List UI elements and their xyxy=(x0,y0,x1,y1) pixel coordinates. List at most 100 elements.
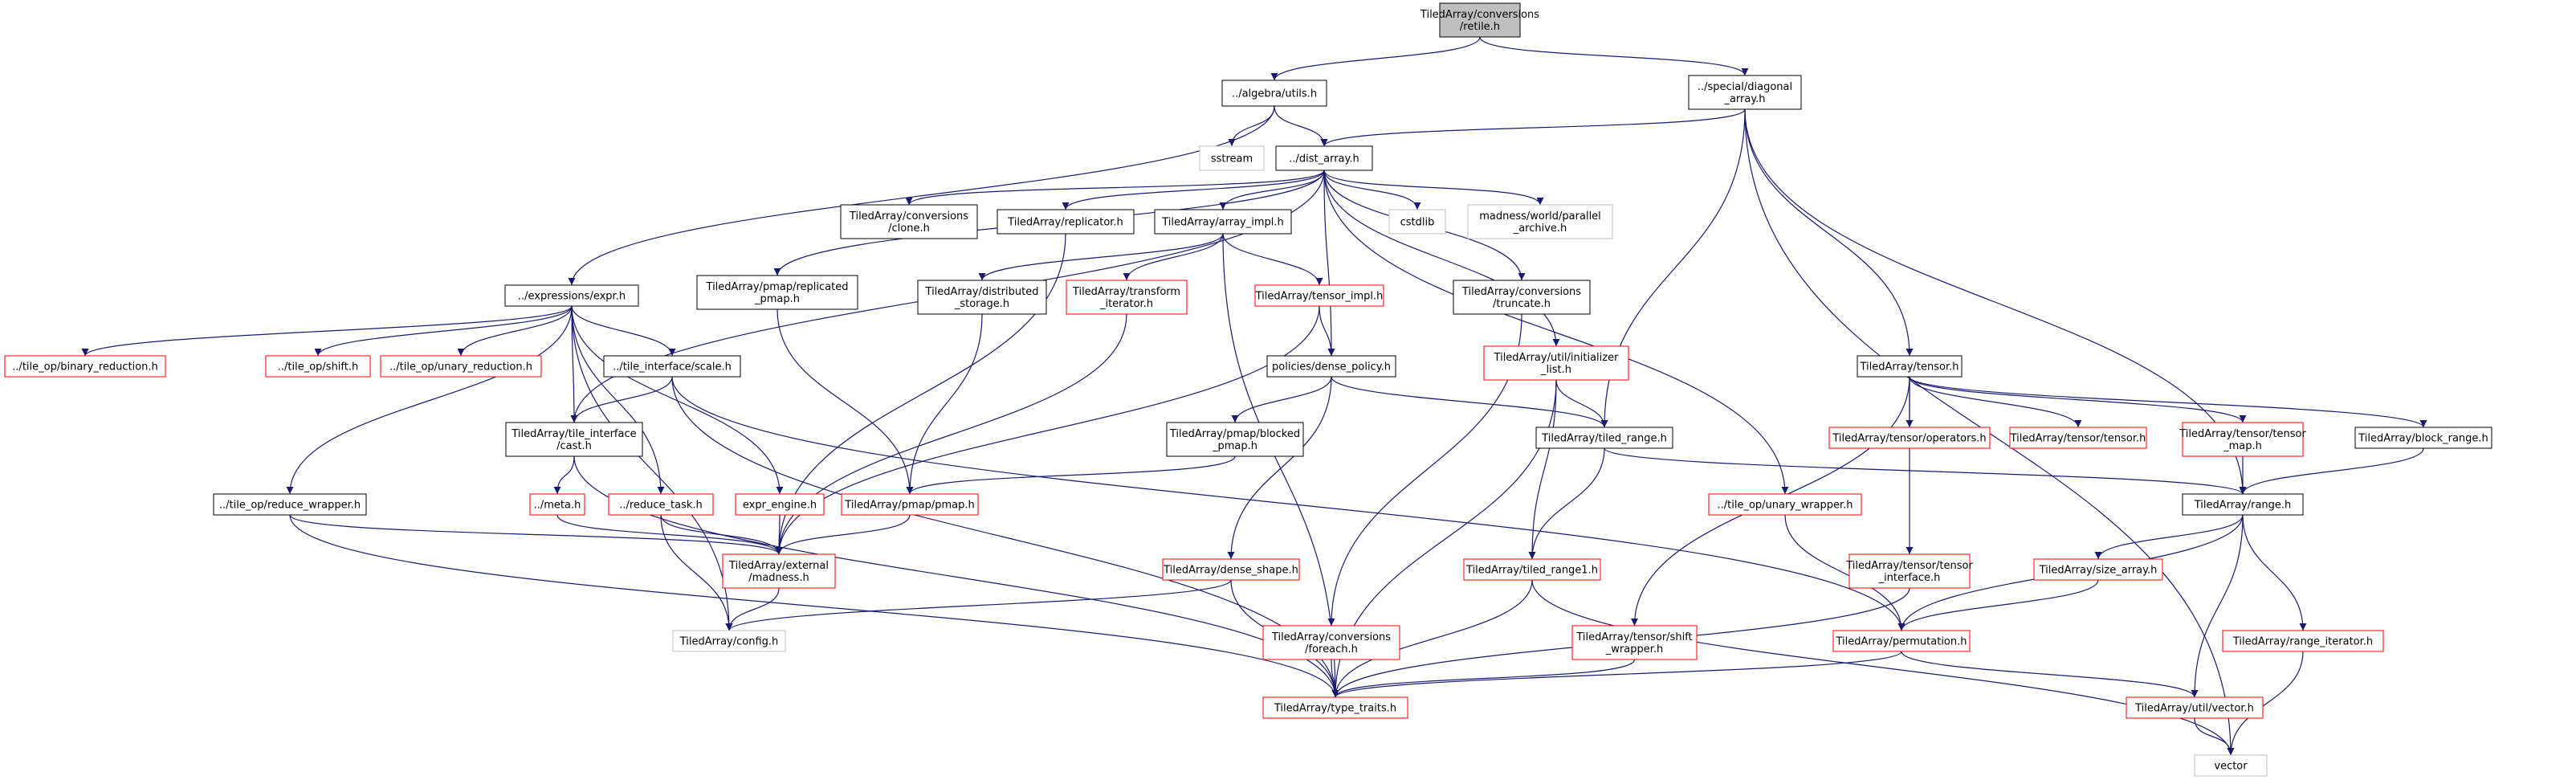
graph-node[interactable]: TiledArray/pmap/pmap.h xyxy=(841,493,979,516)
dependency-edge xyxy=(978,233,1224,281)
graph-node[interactable]: ../tile_op/shift.h xyxy=(265,355,371,378)
dependency-edge xyxy=(725,579,1232,631)
graph-node[interactable]: TiledArray/range_iterator.h xyxy=(2222,630,2384,652)
graph-node[interactable]: vector xyxy=(2194,754,2268,777)
graph-node[interactable]: TiledArray/type_traits.h xyxy=(1262,696,1408,719)
graph-node[interactable]: TiledArray/tensor/tensor_interface.h xyxy=(1845,553,1973,589)
graph-node[interactable]: ../reduce_task.h xyxy=(608,493,714,516)
graph-node-label: TiledArray/conversions xyxy=(849,210,968,223)
graph-node[interactable]: TiledArray/conversions/foreach.h xyxy=(1262,625,1400,660)
graph-node-label: TiledArray/tile_interface xyxy=(511,428,636,440)
graph-node[interactable]: TiledArray/pmap/blocked_pmap.h xyxy=(1166,422,1304,457)
graph-node[interactable]: TiledArray/tensor/tensor_map.h xyxy=(2179,422,2306,457)
graph-node-box xyxy=(1262,625,1400,660)
graph-node[interactable]: TiledArray/config.h xyxy=(672,630,786,652)
graph-node-box xyxy=(696,275,858,310)
graph-node-box xyxy=(608,493,714,516)
dependency-edge xyxy=(660,514,783,555)
dependency-edge xyxy=(568,105,1275,286)
graph-node[interactable]: TiledArray/tensor/operators.h xyxy=(1828,427,1991,449)
dependency-edge xyxy=(570,305,578,423)
graph-node[interactable]: TiledArray/permutation.h xyxy=(1832,630,1971,652)
graph-node[interactable]: TiledArray/block_range.h xyxy=(2354,427,2492,449)
graph-node[interactable]: TiledArray/replicator.h xyxy=(997,209,1135,235)
dependency-edge xyxy=(1331,659,1636,698)
graph-node-label: ../algebra/utils.h xyxy=(1232,88,1317,100)
graph-node[interactable]: TiledArray/tiled_range1.h xyxy=(1463,558,1601,581)
graph-node-label: TiledArray/pmap/pmap.h xyxy=(844,500,974,512)
graph-node[interactable]: ../algebra/utils.h xyxy=(1221,80,1327,107)
graph-node-label: TiledArray/conversions xyxy=(1461,286,1581,298)
dependency-edge xyxy=(1331,376,1608,428)
graph-node[interactable]: ../dist_array.h xyxy=(1275,145,1373,171)
dependency-edge xyxy=(81,305,573,357)
graph-node[interactable]: TiledArray/size_array.h xyxy=(2033,558,2163,581)
graph-node-box xyxy=(1254,284,1384,307)
graph-node[interactable]: TiledArray/distributed_storage.h xyxy=(917,280,1047,315)
graph-node-box xyxy=(380,355,542,378)
graph-node-box xyxy=(2126,696,2264,719)
graph-node-label: ../tile_op/unary_reduction.h xyxy=(389,361,532,374)
graph-node-box xyxy=(265,355,371,378)
graph-node[interactable]: TiledArray/tile_interface/cast.h xyxy=(505,422,643,457)
graph-node-label: vector xyxy=(2214,761,2248,773)
graph-node-label: TiledArray/pmap/blocked xyxy=(1169,428,1300,440)
graph-node-label: TiledArray/block_range.h xyxy=(2358,433,2488,445)
graph-node-label: TiledArray/array_impl.h xyxy=(1161,217,1284,229)
dependency-edge xyxy=(1323,169,1544,206)
graph-node[interactable]: TiledArray/tensor.h xyxy=(1857,355,1963,378)
graph-node[interactable]: ../tile_interface/scale.h xyxy=(603,355,741,378)
graph-node[interactable]: TiledArray/tiled_range.h xyxy=(1535,427,1673,449)
dependency-edge xyxy=(775,514,911,555)
graph-node-box xyxy=(1439,2,1521,38)
graph-node[interactable]: ../tile_op/unary_wrapper.h xyxy=(1708,493,1862,516)
graph-node-label: TiledArray/conversions xyxy=(1271,631,1391,643)
graph-node[interactable]: ../expressions/expr.h xyxy=(504,284,639,307)
graph-node[interactable]: TiledArray/pmap/replicated_pmap.h xyxy=(696,275,858,310)
dependency-edge xyxy=(1270,36,1481,81)
graph-node[interactable]: cstdlib xyxy=(1388,209,1446,235)
graph-node-label: madness/world/parallel xyxy=(1479,210,1601,223)
graph-node[interactable]: ../tile_op/binary_reduction.h xyxy=(4,355,166,378)
dependency-edge xyxy=(1555,379,1608,428)
graph-node[interactable]: madness/world/parallel_archive.h xyxy=(1467,204,1613,239)
graph-node[interactable]: TiledArray/external/madness.h xyxy=(722,553,836,589)
graph-node[interactable]: TiledArray/tensor/shift_wrapper.h xyxy=(1571,625,1698,660)
graph-node[interactable]: TiledArray/tensor_impl.h xyxy=(1254,284,1384,307)
graph-node-box xyxy=(1463,558,1601,581)
graph-node-label: _list.h xyxy=(1540,364,1571,376)
graph-node-box xyxy=(1166,422,1304,457)
graph-node[interactable]: TiledArray/tensor/tensor.h xyxy=(2009,427,2147,449)
graph-node[interactable]: ../tile_op/reduce_wrapper.h xyxy=(213,493,367,516)
graph-node[interactable]: TiledArray/conversions/clone.h xyxy=(840,204,978,239)
dependency-edge xyxy=(776,308,914,495)
dependency-edge xyxy=(1331,651,1902,698)
dependency-edge xyxy=(2194,717,2235,756)
dependency-edge xyxy=(1528,447,1605,560)
graph-node-label: cstdlib xyxy=(1400,217,1435,229)
graph-node[interactable]: TiledArray/transform_iterator.h xyxy=(1066,280,1188,315)
dependency-edge xyxy=(1227,376,1332,560)
graph-node-box xyxy=(1221,80,1327,107)
graph-node-label: TiledArray/dense_shape.h xyxy=(1163,565,1298,577)
graph-node[interactable]: TiledArray/util/initializer_list.h xyxy=(1483,345,1629,381)
graph-node-box xyxy=(1066,280,1188,315)
graph-node[interactable]: TiledArray/range.h xyxy=(2182,493,2304,516)
graph-node-box xyxy=(504,284,639,307)
graph-node[interactable]: ../meta.h xyxy=(529,493,585,516)
graph-node[interactable]: policies/dense_policy.h xyxy=(1266,355,1396,378)
graph-node-label: ../tile_op/shift.h xyxy=(278,361,359,374)
graph-node[interactable]: sstream xyxy=(1199,145,1265,171)
graph-node[interactable]: TiledArray/array_impl.h xyxy=(1154,209,1292,235)
graph-node[interactable]: ../tile_op/unary_reduction.h xyxy=(380,355,542,378)
graph-node[interactable]: TiledArray/util/vector.h xyxy=(2126,696,2264,719)
graph-node[interactable]: TiledArray/conversions/truncate.h xyxy=(1453,280,1591,315)
graph-node[interactable]: expr_engine.h xyxy=(735,493,825,516)
graph-node[interactable]: TiledArray/conversions/retile.h xyxy=(1420,2,1539,38)
graph-node-box xyxy=(1266,355,1396,378)
graph-node-label: TiledArray/type_traits.h xyxy=(1274,703,1396,715)
graph-node[interactable]: ../special/diagonal_array.h xyxy=(1688,75,1802,110)
graph-node-box xyxy=(2222,630,2384,652)
graph-node[interactable]: TiledArray/dense_shape.h xyxy=(1162,558,1300,581)
